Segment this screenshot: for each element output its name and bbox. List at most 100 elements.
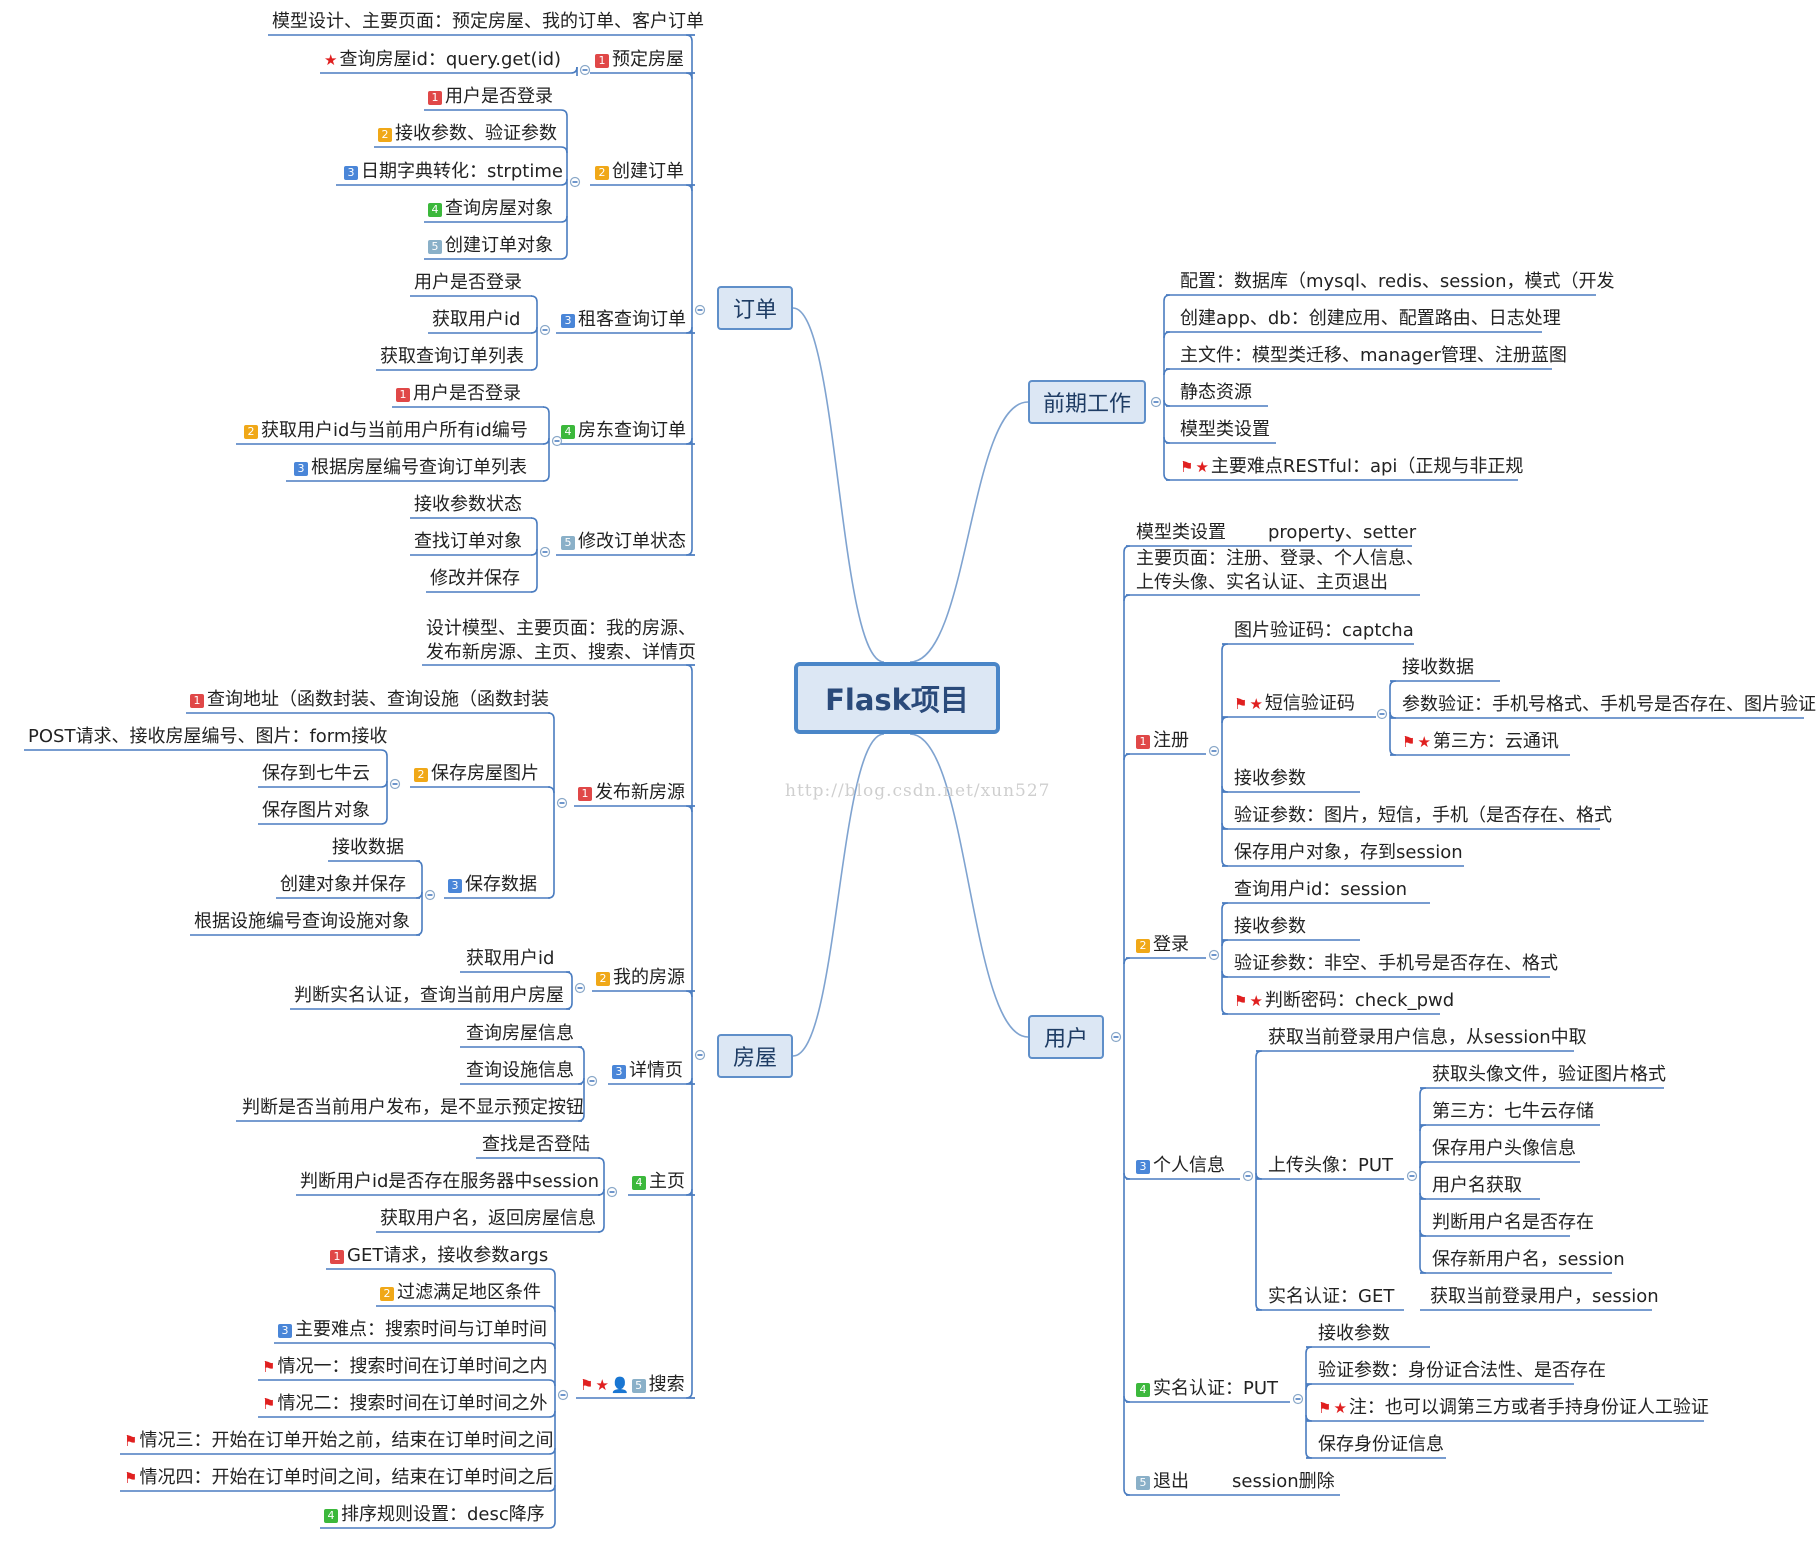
topic-u1b3[interactable]: ⚑★第三方：云通讯 <box>1402 731 1559 753</box>
topic-u4a[interactable]: 接收参数 <box>1318 1323 1390 1345</box>
topic-o0[interactable]: 模型设计、主要页面：预定房屋、我的订单、客户订单 <box>272 11 704 33</box>
topic-u1e[interactable]: 保存用户对象，存到session <box>1234 842 1463 864</box>
topic-h5f[interactable]: ⚑情况三：开始在订单开始之前，结束在订单时间之间 <box>124 1430 553 1452</box>
topic-o1a[interactable]: ★查询房屋id：query.get(id) <box>324 49 561 71</box>
topic-u3b4[interactable]: 用户名获取 <box>1432 1175 1522 1197</box>
topic-o5b[interactable]: 查找订单对象 <box>414 531 522 553</box>
topic-h0[interactable]: 设计模型、主要页面：我的房源、 发布新房源、主页、搜索、详情页 <box>426 617 696 665</box>
topic-e4[interactable]: 静态资源 <box>1180 382 1252 404</box>
topic-o5c[interactable]: 修改并保存 <box>430 568 520 590</box>
topic-u5a[interactable]: session删除 <box>1232 1471 1335 1493</box>
topic-u3b[interactable]: 上传头像：PUT <box>1268 1155 1393 1177</box>
topic-u3b5[interactable]: 判断用户名是否存在 <box>1432 1212 1594 1234</box>
topic-o3b[interactable]: 获取用户id <box>432 309 520 331</box>
topic-u1d[interactable]: 验证参数：图片，短信，手机（是否存在、格式 <box>1234 805 1612 827</box>
branch-order[interactable]: 订单 <box>717 286 793 330</box>
topic-h4c[interactable]: 获取用户名，返回房屋信息 <box>380 1208 596 1230</box>
topic-h1c3[interactable]: 根据设施编号查询设施对象 <box>194 911 410 933</box>
topic-u0a[interactable]: property、setter <box>1268 522 1416 544</box>
topic-u3b3[interactable]: 保存用户头像信息 <box>1432 1138 1576 1160</box>
topic-o3c[interactable]: 获取查询订单列表 <box>380 346 524 368</box>
topic-h4b[interactable]: 判断用户id是否存在服务器中session <box>300 1171 599 1193</box>
topic-e5[interactable]: 模型类设置 <box>1180 419 1270 441</box>
topic-u1b[interactable]: ⚑★短信验证码 <box>1234 693 1355 715</box>
topic-u3a[interactable]: 获取当前登录用户信息，从session中取 <box>1268 1027 1587 1049</box>
topic-u1b1[interactable]: 接收数据 <box>1402 657 1474 679</box>
topic-u2d[interactable]: ⚑★判断密码：check_pwd <box>1234 990 1454 1012</box>
topic-h5d[interactable]: ⚑情况一：搜索时间在订单时间之内 <box>262 1356 547 1378</box>
central-topic[interactable]: Flask项目 <box>794 662 1000 734</box>
topic-h3c[interactable]: 判断是否当前用户发布，是不显示预定按钮 <box>242 1097 584 1119</box>
topic-h1b2[interactable]: 保存到七牛云 <box>262 763 370 785</box>
topic-h2b[interactable]: 判断实名认证，查询当前用户房屋 <box>294 985 564 1007</box>
topic-o3a[interactable]: 用户是否登录 <box>414 272 522 294</box>
topic-h2a[interactable]: 获取用户id <box>466 948 554 970</box>
topic-e2[interactable]: 创建app、db：创建应用、配置路由、日志处理 <box>1180 308 1561 330</box>
topic-u4c[interactable]: ⚑★注：也可以调第三方或者手持身份证人工验证 <box>1318 1397 1709 1419</box>
topic-u4d[interactable]: 保存身份证信息 <box>1318 1434 1444 1456</box>
topic-h1b1[interactable]: POST请求、接收房屋编号、图片：form接收 <box>28 726 387 748</box>
flag-icon: ⚑ <box>1234 992 1248 1010</box>
topic-e6[interactable]: ⚑★主要难点RESTful：api（正规与非正规 <box>1180 456 1523 478</box>
topic-h1c1[interactable]: 接收数据 <box>332 837 404 859</box>
topic-e1[interactable]: 配置：数据库（mysql、redis、session，模式（开发 <box>1180 271 1615 293</box>
topic-u2c[interactable]: 验证参数：非空、手机号是否存在、格式 <box>1234 953 1558 975</box>
topic-u1c[interactable]: 接收参数 <box>1234 768 1306 790</box>
topic-h5g[interactable]: ⚑情况四：开始在订单时间之间，结束在订单时间之后 <box>124 1467 553 1489</box>
topic-u3b2[interactable]: 第三方：七牛云存储 <box>1432 1101 1594 1123</box>
topic-o5a[interactable]: 接收参数状态 <box>414 494 522 516</box>
topic-h3a[interactable]: 查询房屋信息 <box>466 1023 574 1045</box>
topic-u1b2[interactable]: 参数验证：手机号格式、手机号是否存在、图片验证 <box>1402 694 1816 716</box>
tick-u1b <box>1221 716 1229 724</box>
topic-u3c[interactable]: 实名认证：GET <box>1268 1286 1394 1308</box>
topic-u1a[interactable]: 图片验证码：captcha <box>1234 620 1414 642</box>
topic-u00[interactable]: 主要页面：注册、登录、个人信息、 上传头像、实名认证、主页退出 <box>1136 547 1424 595</box>
branch-user[interactable]: 用户 <box>1028 1015 1104 1059</box>
topic-h1b3[interactable]: 保存图片对象 <box>262 800 370 822</box>
topic-u3c1[interactable]: 获取当前登录用户，session <box>1430 1286 1659 1308</box>
topic-h5e[interactable]: ⚑情况二：搜索时间在订单时间之外 <box>262 1393 547 1415</box>
branch-house[interactable]: 房屋 <box>717 1034 793 1078</box>
topic-u3b1[interactable]: 获取头像文件，验证图片格式 <box>1432 1064 1666 1086</box>
topic-h4a[interactable]: 查找是否登陆 <box>482 1134 590 1156</box>
topic-u2b[interactable]: 接收参数 <box>1234 916 1306 938</box>
topic-h3b[interactable]: 查询设施信息 <box>466 1060 574 1082</box>
branch-early-work[interactable]: 前期工作 <box>1028 380 1146 424</box>
topic-u0[interactable]: 模型类设置 <box>1136 522 1226 544</box>
topic-h1c2[interactable]: 创建对象并保存 <box>280 874 406 896</box>
topic-u2a[interactable]: 查询用户id：session <box>1234 879 1407 901</box>
topic-u3b6[interactable]: 保存新用户名，session <box>1432 1249 1625 1271</box>
topic-e3[interactable]: 主文件：模型类迁移、manager管理、注册蓝图 <box>1180 345 1567 367</box>
topic-u4b[interactable]: 验证参数：身份证合法性、是否存在 <box>1318 1360 1606 1382</box>
